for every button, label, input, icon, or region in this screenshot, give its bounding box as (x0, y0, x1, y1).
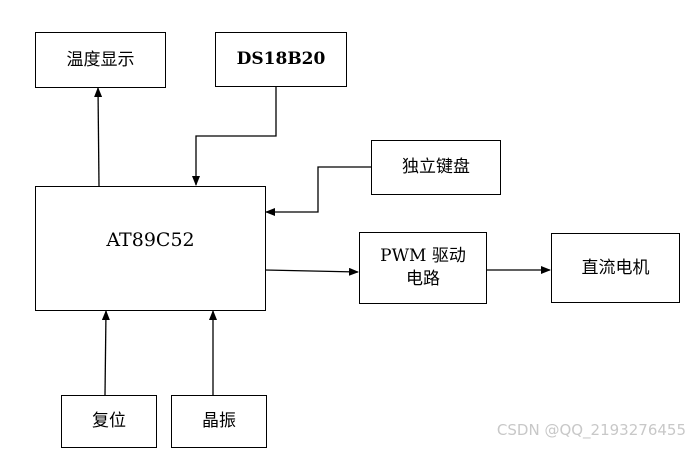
reset-label: 复位 (92, 411, 126, 432)
dc-motor-block: 直流电机 (551, 233, 680, 303)
arrow-mcu-to-pwm (264, 267, 359, 276)
temp-display-block: 温度显示 (35, 32, 166, 88)
reset-block: 复位 (61, 395, 157, 448)
arrow-ds18b20-to-mcu (192, 87, 277, 186)
pwm-drive-label-line2: 电路 (406, 269, 440, 289)
watermark-text: CSDN @QQ_2193276455 (496, 421, 686, 439)
keypad-label: 独立键盘 (402, 157, 470, 178)
pwm-drive-label-line1: PWM 驱动 (380, 246, 466, 267)
ds18b20-block: DS18B20 (215, 32, 347, 87)
mcu-label: AT89C52 (106, 228, 195, 251)
temp-display-label: 温度显示 (66, 49, 135, 70)
ds18b20-label: DS18B20 (236, 49, 326, 70)
arrow-reset-to-mcu (101, 310, 110, 396)
dc-motor-label: 直流电机 (581, 257, 650, 278)
mcu-block: AT89C52 (35, 186, 266, 311)
arrow-mcu-to-temp-display (94, 87, 103, 187)
keypad-block: 独立键盘 (371, 140, 501, 195)
crystal-label: 晶振 (202, 411, 236, 432)
pwm-drive-block: PWM 驱动 电路 (359, 232, 487, 304)
crystal-block: 晶振 (171, 395, 267, 448)
arrow-keypad-to-mcu (265, 166, 371, 216)
